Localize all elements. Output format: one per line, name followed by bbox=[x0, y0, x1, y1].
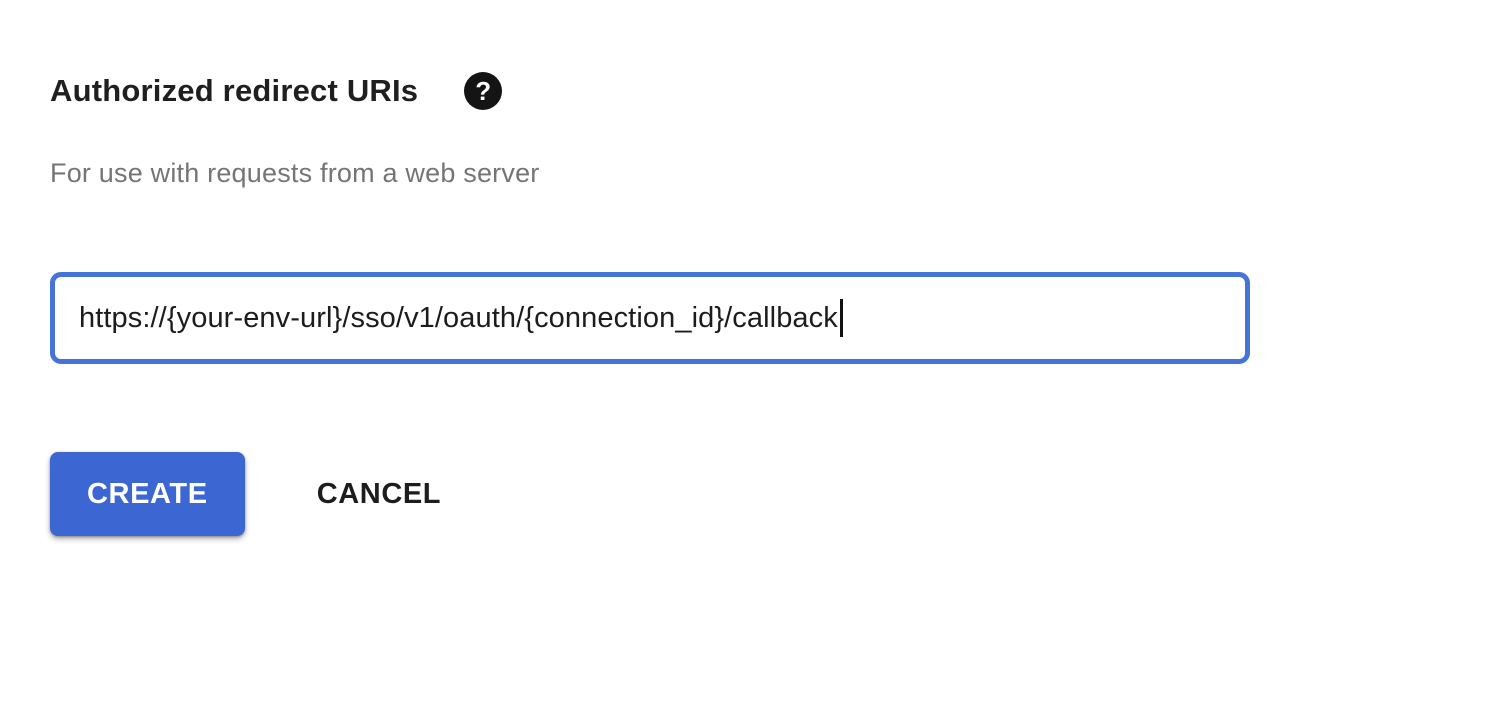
text-caret bbox=[839, 299, 843, 337]
help-icon-glyph: ? bbox=[475, 75, 492, 106]
help-circle-icon[interactable]: ? bbox=[464, 72, 503, 110]
redirect-uri-value: https://{your-env-url}/sso/v1/oauth/{con… bbox=[79, 301, 838, 334]
section-header: Authorized redirect URIs ? bbox=[50, 72, 1504, 110]
form-actions: CREATE CANCEL bbox=[50, 452, 1504, 536]
section-description: For use with requests from a web server bbox=[50, 158, 540, 188]
page-title: Authorized redirect URIs bbox=[50, 73, 419, 108]
redirect-uri-input[interactable]: https://{your-env-url}/sso/v1/oauth/{con… bbox=[50, 272, 1250, 364]
cancel-button[interactable]: CANCEL bbox=[311, 468, 447, 521]
create-button[interactable]: CREATE bbox=[50, 452, 245, 536]
